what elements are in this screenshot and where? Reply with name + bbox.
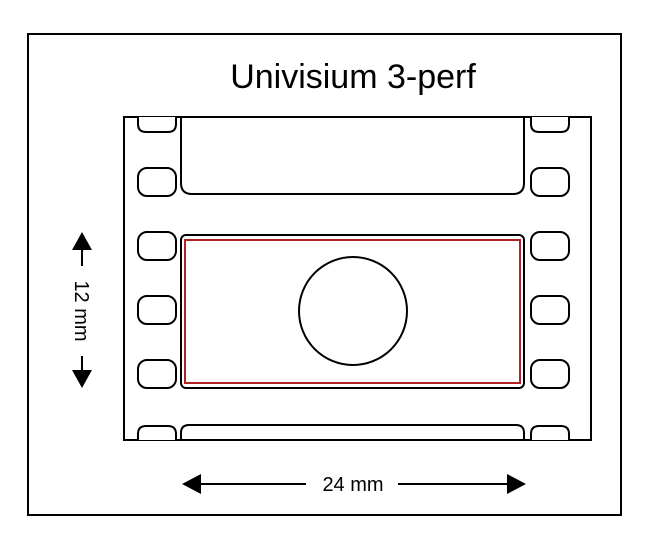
outer-border <box>27 33 622 516</box>
arrow-down-icon <box>72 370 92 388</box>
height-label: 12 mm <box>70 280 92 341</box>
next-frame <box>180 424 525 440</box>
film-strip <box>123 116 592 441</box>
height-dimension: 12 mm <box>70 232 92 388</box>
arrow-left-icon <box>182 474 201 494</box>
arrow-right-icon <box>507 474 526 494</box>
width-label: 24 mm <box>322 474 383 496</box>
width-dimension: 24 mm <box>182 474 526 496</box>
center-circle <box>298 256 408 366</box>
image-area-outline <box>184 239 521 384</box>
diagram-title: Univisium 3-perf <box>230 58 476 96</box>
arrow-up-icon <box>72 232 92 250</box>
previous-frame <box>180 117 525 195</box>
left-perforations <box>137 117 177 440</box>
right-perforations <box>530 117 570 440</box>
